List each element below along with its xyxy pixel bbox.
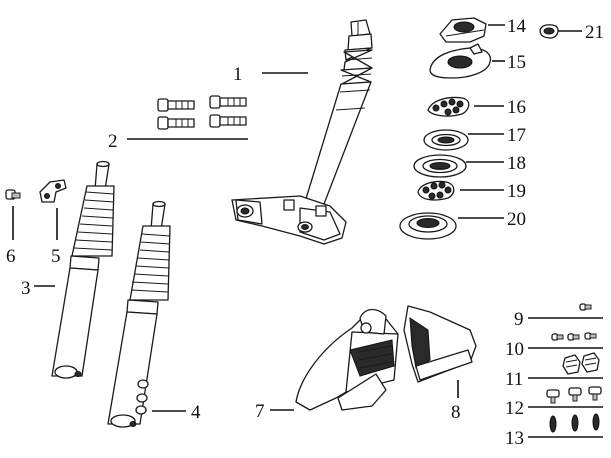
callout-numbers: 1 2 3 4 5 6 7 8 9 10 11 12 13 14 15 16 1… bbox=[6, 16, 604, 449]
callout-18: 18 bbox=[507, 153, 526, 174]
callout-14: 14 bbox=[507, 16, 527, 37]
callout-11: 11 bbox=[505, 369, 523, 390]
part-3-left-fork-leg bbox=[51, 160, 115, 379]
callout-8: 8 bbox=[451, 402, 461, 423]
leader-lines bbox=[12, 24, 603, 438]
part-21-small-nut bbox=[539, 24, 559, 39]
callout-16: 16 bbox=[507, 97, 526, 118]
part-16-bearing-race bbox=[427, 96, 470, 117]
part-12-bolts bbox=[546, 386, 602, 404]
callout-19: 19 bbox=[507, 181, 526, 202]
callout-15: 15 bbox=[507, 52, 526, 73]
part-1-steering-stem bbox=[231, 19, 373, 245]
part-18-lower-cone bbox=[413, 154, 467, 178]
callout-13: 13 bbox=[505, 428, 524, 449]
part-10-screws bbox=[551, 332, 597, 341]
part-4-right-fork-leg bbox=[107, 200, 171, 428]
part-13-washers bbox=[549, 413, 600, 433]
callout-20: 20 bbox=[507, 209, 526, 230]
callout-4: 4 bbox=[191, 402, 201, 423]
callout-21: 21 bbox=[585, 22, 604, 43]
part-9-screw bbox=[579, 303, 592, 311]
part-5-bracket bbox=[39, 179, 67, 203]
part-15-lock-washer bbox=[429, 43, 492, 79]
part-11-clips bbox=[562, 352, 600, 375]
part-14-top-nut bbox=[439, 17, 487, 43]
part-7-front-fender bbox=[295, 308, 399, 411]
callout-6: 6 bbox=[6, 246, 16, 267]
callout-2: 2 bbox=[108, 131, 118, 152]
part-17-upper-cone bbox=[423, 129, 469, 151]
callout-9: 9 bbox=[514, 309, 524, 330]
part-2-bolts bbox=[157, 95, 247, 130]
callout-17: 17 bbox=[507, 125, 526, 146]
part-8-fork-cover bbox=[403, 305, 477, 383]
part-20-dust-seal bbox=[399, 212, 457, 240]
part-6-small-bolt bbox=[5, 189, 21, 200]
callout-1: 1 bbox=[233, 64, 243, 85]
callout-5: 5 bbox=[51, 246, 61, 267]
part-19-lower-bearing bbox=[417, 180, 455, 201]
callout-7: 7 bbox=[255, 401, 265, 422]
callout-12: 12 bbox=[505, 398, 524, 419]
callout-10: 10 bbox=[505, 339, 524, 360]
callout-3: 3 bbox=[21, 278, 31, 299]
